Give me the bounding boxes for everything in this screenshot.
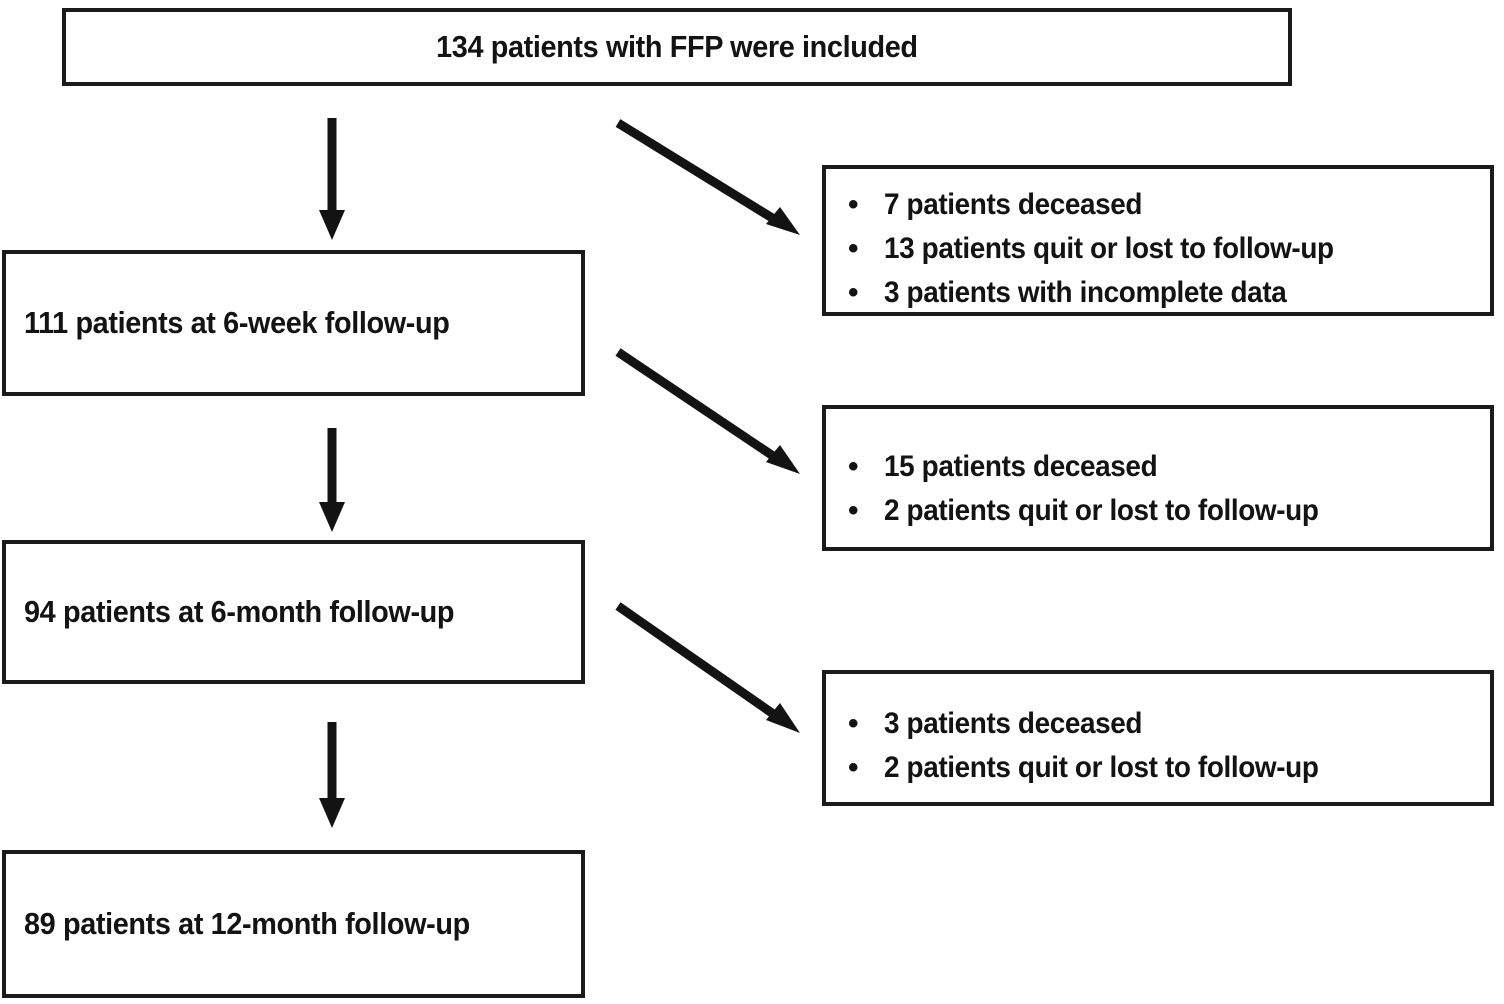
- node-12month-label: 89 patients at 12-month follow-up: [24, 905, 470, 941]
- bullet-icon: •: [848, 276, 859, 309]
- node-6month-label: 94 patients at 6-month follow-up: [24, 593, 455, 629]
- node-dropout-stage-3: • 3 patients deceased • 2 patients quit …: [822, 670, 1494, 806]
- list-item: • 3 patients with incomplete data: [826, 271, 1490, 315]
- dropout-1-item-0: 7 patients deceased: [884, 188, 1143, 221]
- dropout-1-item-1: 13 patients quit or lost to follow-up: [884, 232, 1334, 265]
- node-dropout-stage-2: • 15 patients deceased • 2 patients quit…: [822, 405, 1494, 551]
- node-6week-label: 111 patients at 6-week follow-up: [24, 304, 450, 340]
- node-patients-included: 134 patients with FFP were included: [62, 8, 1292, 86]
- bullet-icon: •: [848, 450, 859, 483]
- list-item: • 3 patients deceased: [826, 702, 1490, 746]
- node-6month-followup: 94 patients at 6-month follow-up: [2, 540, 585, 684]
- arrow-included-to-dropout-1: [610, 114, 810, 246]
- dropout-2-item-0: 15 patients deceased: [884, 450, 1158, 483]
- arrow-6month-to-dropout-3: [610, 598, 810, 744]
- node-included-label: 134 patients with FFP were included: [436, 28, 918, 64]
- bullet-icon: •: [848, 188, 859, 221]
- node-12month-followup: 89 patients at 12-month follow-up: [2, 850, 585, 998]
- node-6week-followup: 111 patients at 6-week follow-up: [2, 250, 585, 396]
- bullet-icon: •: [848, 751, 859, 784]
- bullet-icon: •: [848, 232, 859, 265]
- list-item: • 2 patients quit or lost to follow-up: [826, 746, 1490, 790]
- dropout-2-item-1: 2 patients quit or lost to follow-up: [884, 494, 1319, 527]
- dropout-3-item-1: 2 patients quit or lost to follow-up: [884, 751, 1319, 784]
- dropout-1-item-2: 3 patients with incomplete data: [884, 276, 1287, 309]
- arrow-included-to-6week: [316, 118, 348, 242]
- bullet-icon: •: [848, 707, 859, 740]
- dropout-2-list: • 15 patients deceased • 2 patients quit…: [826, 445, 1490, 533]
- arrow-6month-to-12month: [316, 722, 348, 830]
- dropout-3-item-0: 3 patients deceased: [884, 707, 1143, 740]
- arrow-6week-to-6month: [316, 428, 348, 534]
- dropout-1-list: • 7 patients deceased • 13 patients quit…: [826, 183, 1490, 315]
- bullet-icon: •: [848, 494, 859, 527]
- arrow-6week-to-dropout-2: [610, 344, 810, 484]
- list-item: • 15 patients deceased: [826, 445, 1490, 489]
- list-item: • 2 patients quit or lost to follow-up: [826, 489, 1490, 533]
- node-dropout-stage-1: • 7 patients deceased • 13 patients quit…: [822, 165, 1494, 316]
- list-item: • 7 patients deceased: [826, 183, 1490, 227]
- list-item: • 13 patients quit or lost to follow-up: [826, 227, 1490, 271]
- dropout-3-list: • 3 patients deceased • 2 patients quit …: [826, 702, 1490, 790]
